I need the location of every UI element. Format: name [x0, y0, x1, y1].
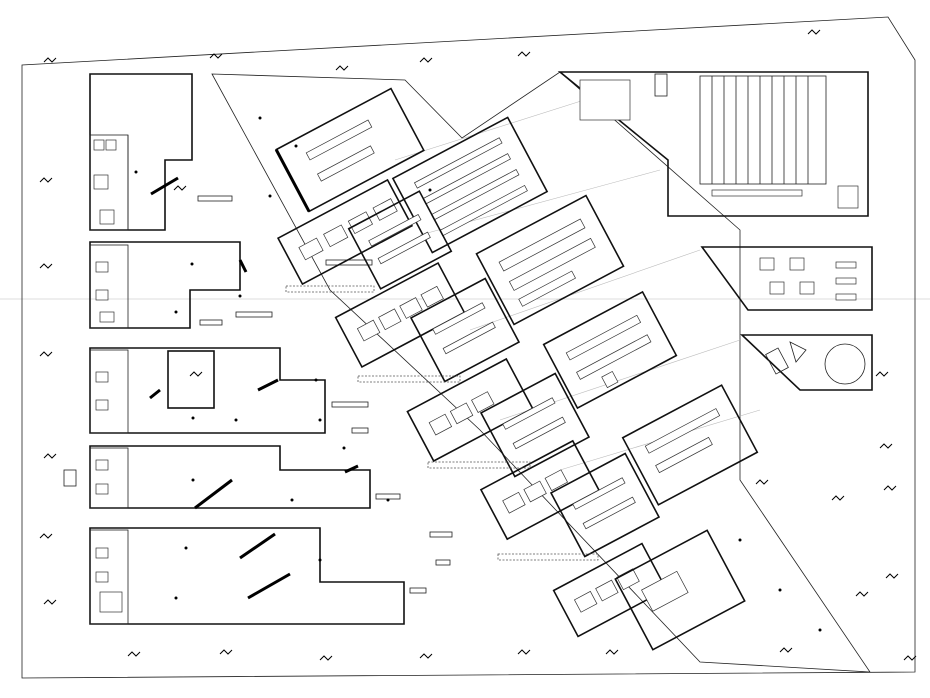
building-1-outline [89, 73, 193, 231]
tree-28 [903, 655, 917, 661]
tree-16 [419, 653, 433, 659]
building-4-outline [89, 445, 371, 509]
circulation-spines [394, 94, 761, 471]
tree-5 [517, 51, 531, 57]
building-5-outline [89, 527, 405, 625]
cafeteria-building [700, 246, 873, 311]
tree-11 [39, 533, 53, 539]
tree-3 [335, 65, 349, 71]
gravel-strips [285, 285, 599, 561]
site-boundary [21, 16, 916, 679]
auditorium-building [557, 71, 869, 217]
tree-19 [189, 371, 203, 377]
tree-7 [39, 177, 53, 183]
tree-6 [807, 29, 821, 35]
tree-13 [127, 651, 141, 657]
tree-29 [779, 647, 793, 653]
tree-21 [875, 371, 889, 377]
tree-10 [43, 453, 57, 459]
tree-23 [883, 485, 897, 491]
central-site-wedge [211, 71, 871, 673]
tree-2 [209, 53, 223, 59]
tree-8 [39, 263, 53, 269]
building-3-outline [89, 347, 326, 434]
library-building [739, 334, 873, 391]
tree-12 [43, 599, 57, 605]
tree-9 [39, 351, 53, 357]
tree-25 [885, 573, 899, 579]
structural-columns [134, 116, 822, 632]
west-buildings [63, 73, 405, 625]
tree-24 [831, 495, 845, 501]
tree-1 [43, 57, 57, 63]
tree-26 [855, 591, 869, 597]
tree-27 [755, 479, 769, 485]
tree-22 [879, 443, 893, 449]
tree-4 [419, 57, 433, 63]
tree-17 [517, 649, 531, 655]
tree-15 [319, 655, 333, 661]
trees [39, 29, 917, 661]
tree-18 [605, 649, 619, 655]
tree-14 [219, 649, 233, 655]
tree-20 [173, 185, 187, 191]
classroom-blocks [274, 87, 759, 651]
